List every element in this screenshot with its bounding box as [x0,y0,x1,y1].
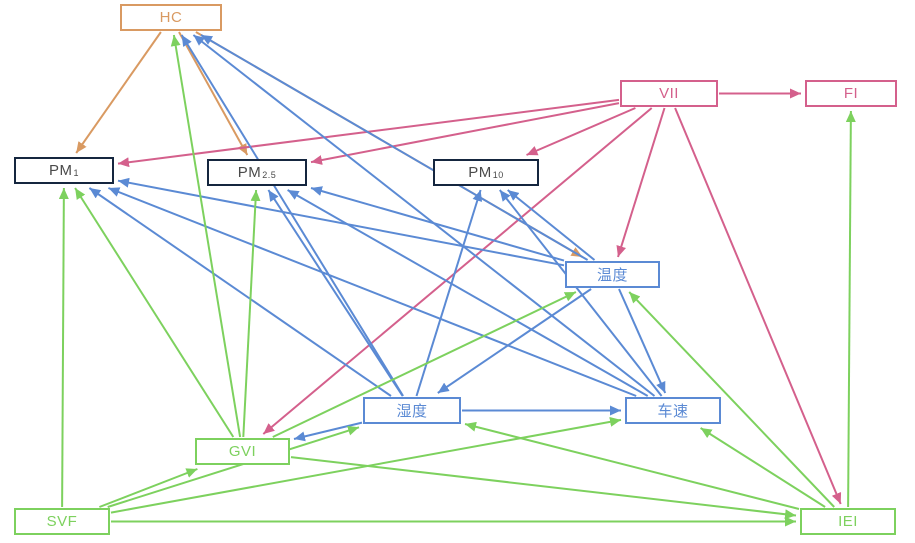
edge-humid-pm10 [415,189,483,397]
edge-iei-humid [464,421,800,510]
edge-vii-iei [674,107,842,505]
edge-temp-pm1 [117,177,565,267]
edge-gvi-hc [170,34,242,438]
node-label: IEI [838,513,858,530]
edge-iei-fi [845,110,856,508]
node-label: 车速 [657,403,689,420]
node-label: HC [159,9,183,26]
edge-vii-pm10 [526,107,636,156]
edge-gvi-temp [272,291,577,438]
edge-speed-hc [192,34,656,397]
edge-humid-pm25 [267,189,404,397]
edge-temp-humid [437,288,592,394]
node-speed: 车速 [625,397,721,424]
edge-temp-pm10 [507,189,596,261]
node-label: 温度 [596,267,628,284]
edge-vii-temp [616,107,666,258]
edge-temp-pm25 [310,186,565,262]
node-label-subscript: 1 [73,168,79,178]
node-label-subscript: 10 [492,170,504,180]
edge-temp-speed [618,288,667,394]
edge-gvi-pm1 [74,187,235,438]
edge-humid-hc [180,34,404,397]
node-label-subscript: 2.5 [262,170,277,180]
edge-svf-gvi [99,468,198,508]
edge-svf-humid [107,425,360,508]
edge-humid-gvi [293,421,363,442]
edge-iei-temp [628,291,835,508]
edge-vii-pm25 [310,102,620,165]
node-label: FI [843,85,859,102]
edge-iei-speed [700,427,826,508]
node-fi: FI [805,80,897,107]
node-label: SVF [46,513,78,530]
node-label: PM [468,164,492,181]
edge-speed-pm25 [287,189,649,397]
edge-temp-hc [200,34,589,261]
node-gvi: GVI [195,438,290,465]
edge-hc-pm25 [178,31,249,156]
node-temp: 温度 [565,261,660,288]
edge-gvi-pm25 [242,189,261,438]
node-svf: SVF [14,508,110,535]
edge-hc-pm1 [75,31,162,154]
node-vii: VII [620,80,718,107]
node-label: GVI [228,443,257,460]
node-hc: HC [120,4,222,31]
node-label: 湿度 [396,403,428,420]
node-iei: IEI [800,508,896,535]
edge-gvi-iei [290,456,797,520]
edge-speed-pm1 [108,187,637,397]
edge-svf-pm1 [58,187,69,508]
edge-humid-pm1 [88,187,392,397]
node-humid: 湿度 [363,397,461,424]
node-label: PM [237,164,262,181]
node-label: VII [659,85,679,102]
node-label: PM [48,162,73,179]
edge-speed-pm10 [499,189,663,397]
edge-vii-gvi [262,107,653,435]
